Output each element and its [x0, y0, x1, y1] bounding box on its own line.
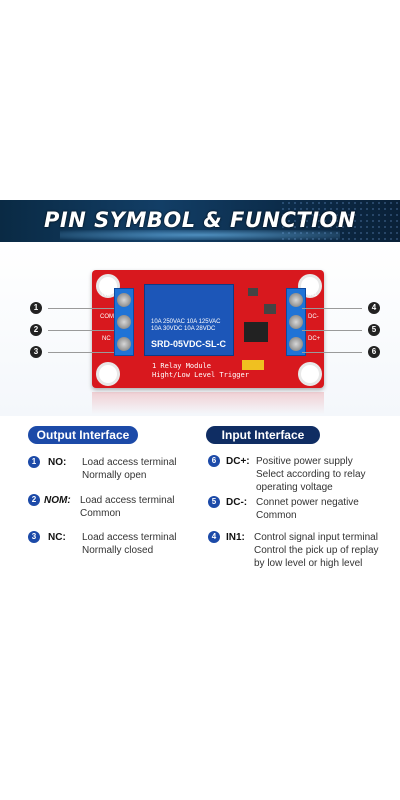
pin-key-dc-plus: DC+:: [226, 456, 250, 467]
pin-description: Connet power negative Common: [256, 496, 386, 522]
terminal-screw: [289, 315, 303, 329]
pin-description: Positive power supply Select according t…: [256, 455, 386, 494]
input-terminal-block: [286, 288, 306, 356]
desc-line: Control the pick up of replay by low lev…: [254, 545, 379, 569]
desc-line: Load access terminal: [80, 495, 175, 506]
callout-line: [48, 352, 114, 353]
desc-line: Normally closed: [82, 545, 154, 556]
callout-line: [48, 308, 114, 309]
pin-key-dc-minus: DC-:: [226, 497, 248, 508]
mounting-hole: [96, 362, 120, 386]
mounting-hole: [298, 274, 322, 298]
terminal-screw: [117, 337, 131, 351]
relay-component: 10A 250VAC 10A 125VAC 10A 30VDC 10A 28VD…: [144, 284, 234, 356]
pin-label-in1: IN1: [308, 292, 318, 298]
board-reflection: [92, 392, 324, 414]
desc-line: Control signal input terminal: [254, 532, 378, 543]
pin-description: Load access terminal Normally closed: [82, 531, 242, 557]
smd-component: [264, 304, 276, 314]
title-banner: PIN SYMBOL & FUNCTION: [0, 200, 400, 242]
terminal-screw: [289, 293, 303, 307]
desc-line: Select according to relay operating volt…: [256, 469, 366, 493]
pin-key-nom: NOM:: [44, 495, 71, 506]
mounting-hole: [298, 362, 322, 386]
pin-label-dc-minus: DC-: [308, 314, 319, 320]
desc-line: Common: [80, 508, 121, 519]
item-number: 2: [28, 494, 40, 506]
callout-line: [302, 330, 362, 331]
pin-description: Load access terminal Common: [80, 494, 240, 520]
pin-label-nc: NC: [102, 336, 111, 342]
callout-number: 4: [368, 302, 380, 314]
relay-model: SRD-05VDC-SL-C: [151, 339, 227, 349]
callout-line: [302, 308, 362, 309]
jumper-header: [242, 360, 264, 370]
optocoupler-chip: [244, 322, 268, 342]
smd-component: [248, 288, 258, 296]
pin-key-no: NO:: [48, 457, 67, 468]
terminal-screw: [117, 315, 131, 329]
desc-line: Positive power supply: [256, 456, 353, 467]
relay-spec-line: 10A 30VDC 10A 28VDC: [151, 326, 216, 332]
callout-line: [302, 352, 362, 353]
terminal-screw: [289, 337, 303, 351]
callout-number: 1: [30, 302, 42, 314]
item-number: 1: [28, 456, 40, 468]
relay-specs: 10A 250VAC 10A 125VAC 10A 30VDC 10A 28VD…: [151, 319, 221, 333]
silkscreen-line: Hight/Low Level Trigger: [152, 371, 249, 379]
pin-key-nc: NC:: [48, 532, 66, 543]
item-number: 4: [208, 531, 220, 543]
desc-line: Load access terminal: [82, 457, 177, 468]
board-silkscreen: 1 Relay Module Hight/Low Level Trigger: [152, 362, 249, 380]
item-number: 6: [208, 455, 220, 467]
terminal-screw: [117, 293, 131, 307]
output-interface-heading: Output Interface: [28, 426, 138, 444]
pin-key-in1: IN1:: [226, 532, 245, 543]
output-terminal-block: [114, 288, 134, 356]
page-title: PIN SYMBOL & FUNCTION: [44, 208, 356, 232]
callout-line: [48, 330, 114, 331]
desc-line: Load access terminal: [82, 532, 177, 543]
item-number: 5: [208, 496, 220, 508]
pin-label-dc-plus: DC+: [308, 336, 321, 342]
input-interface-heading: Input Interface: [206, 426, 320, 444]
silkscreen-line: 1 Relay Module: [152, 362, 212, 370]
callout-number: 6: [368, 346, 380, 358]
relay-spec-line: 10A 250VAC 10A 125VAC: [151, 319, 221, 325]
item-number: 3: [28, 531, 40, 543]
relay-board: NO COM NC 10A 250VAC 10A 125VAC 10A 30VD…: [92, 270, 324, 388]
callout-number: 3: [30, 346, 42, 358]
pin-description: Load access terminal Normally open: [82, 456, 242, 482]
banner-glow: [60, 230, 340, 240]
callout-number: 5: [368, 324, 380, 336]
pin-label-no: NO: [102, 292, 111, 298]
pin-label-com: COM: [100, 314, 114, 320]
desc-line: Normally open: [82, 470, 147, 481]
banner-dots: [280, 200, 400, 242]
callout-number: 2: [30, 324, 42, 336]
pin-description: Control signal input terminal Control th…: [254, 531, 390, 570]
desc-line: Common: [256, 510, 297, 521]
desc-line: Connet power negative: [256, 497, 359, 508]
